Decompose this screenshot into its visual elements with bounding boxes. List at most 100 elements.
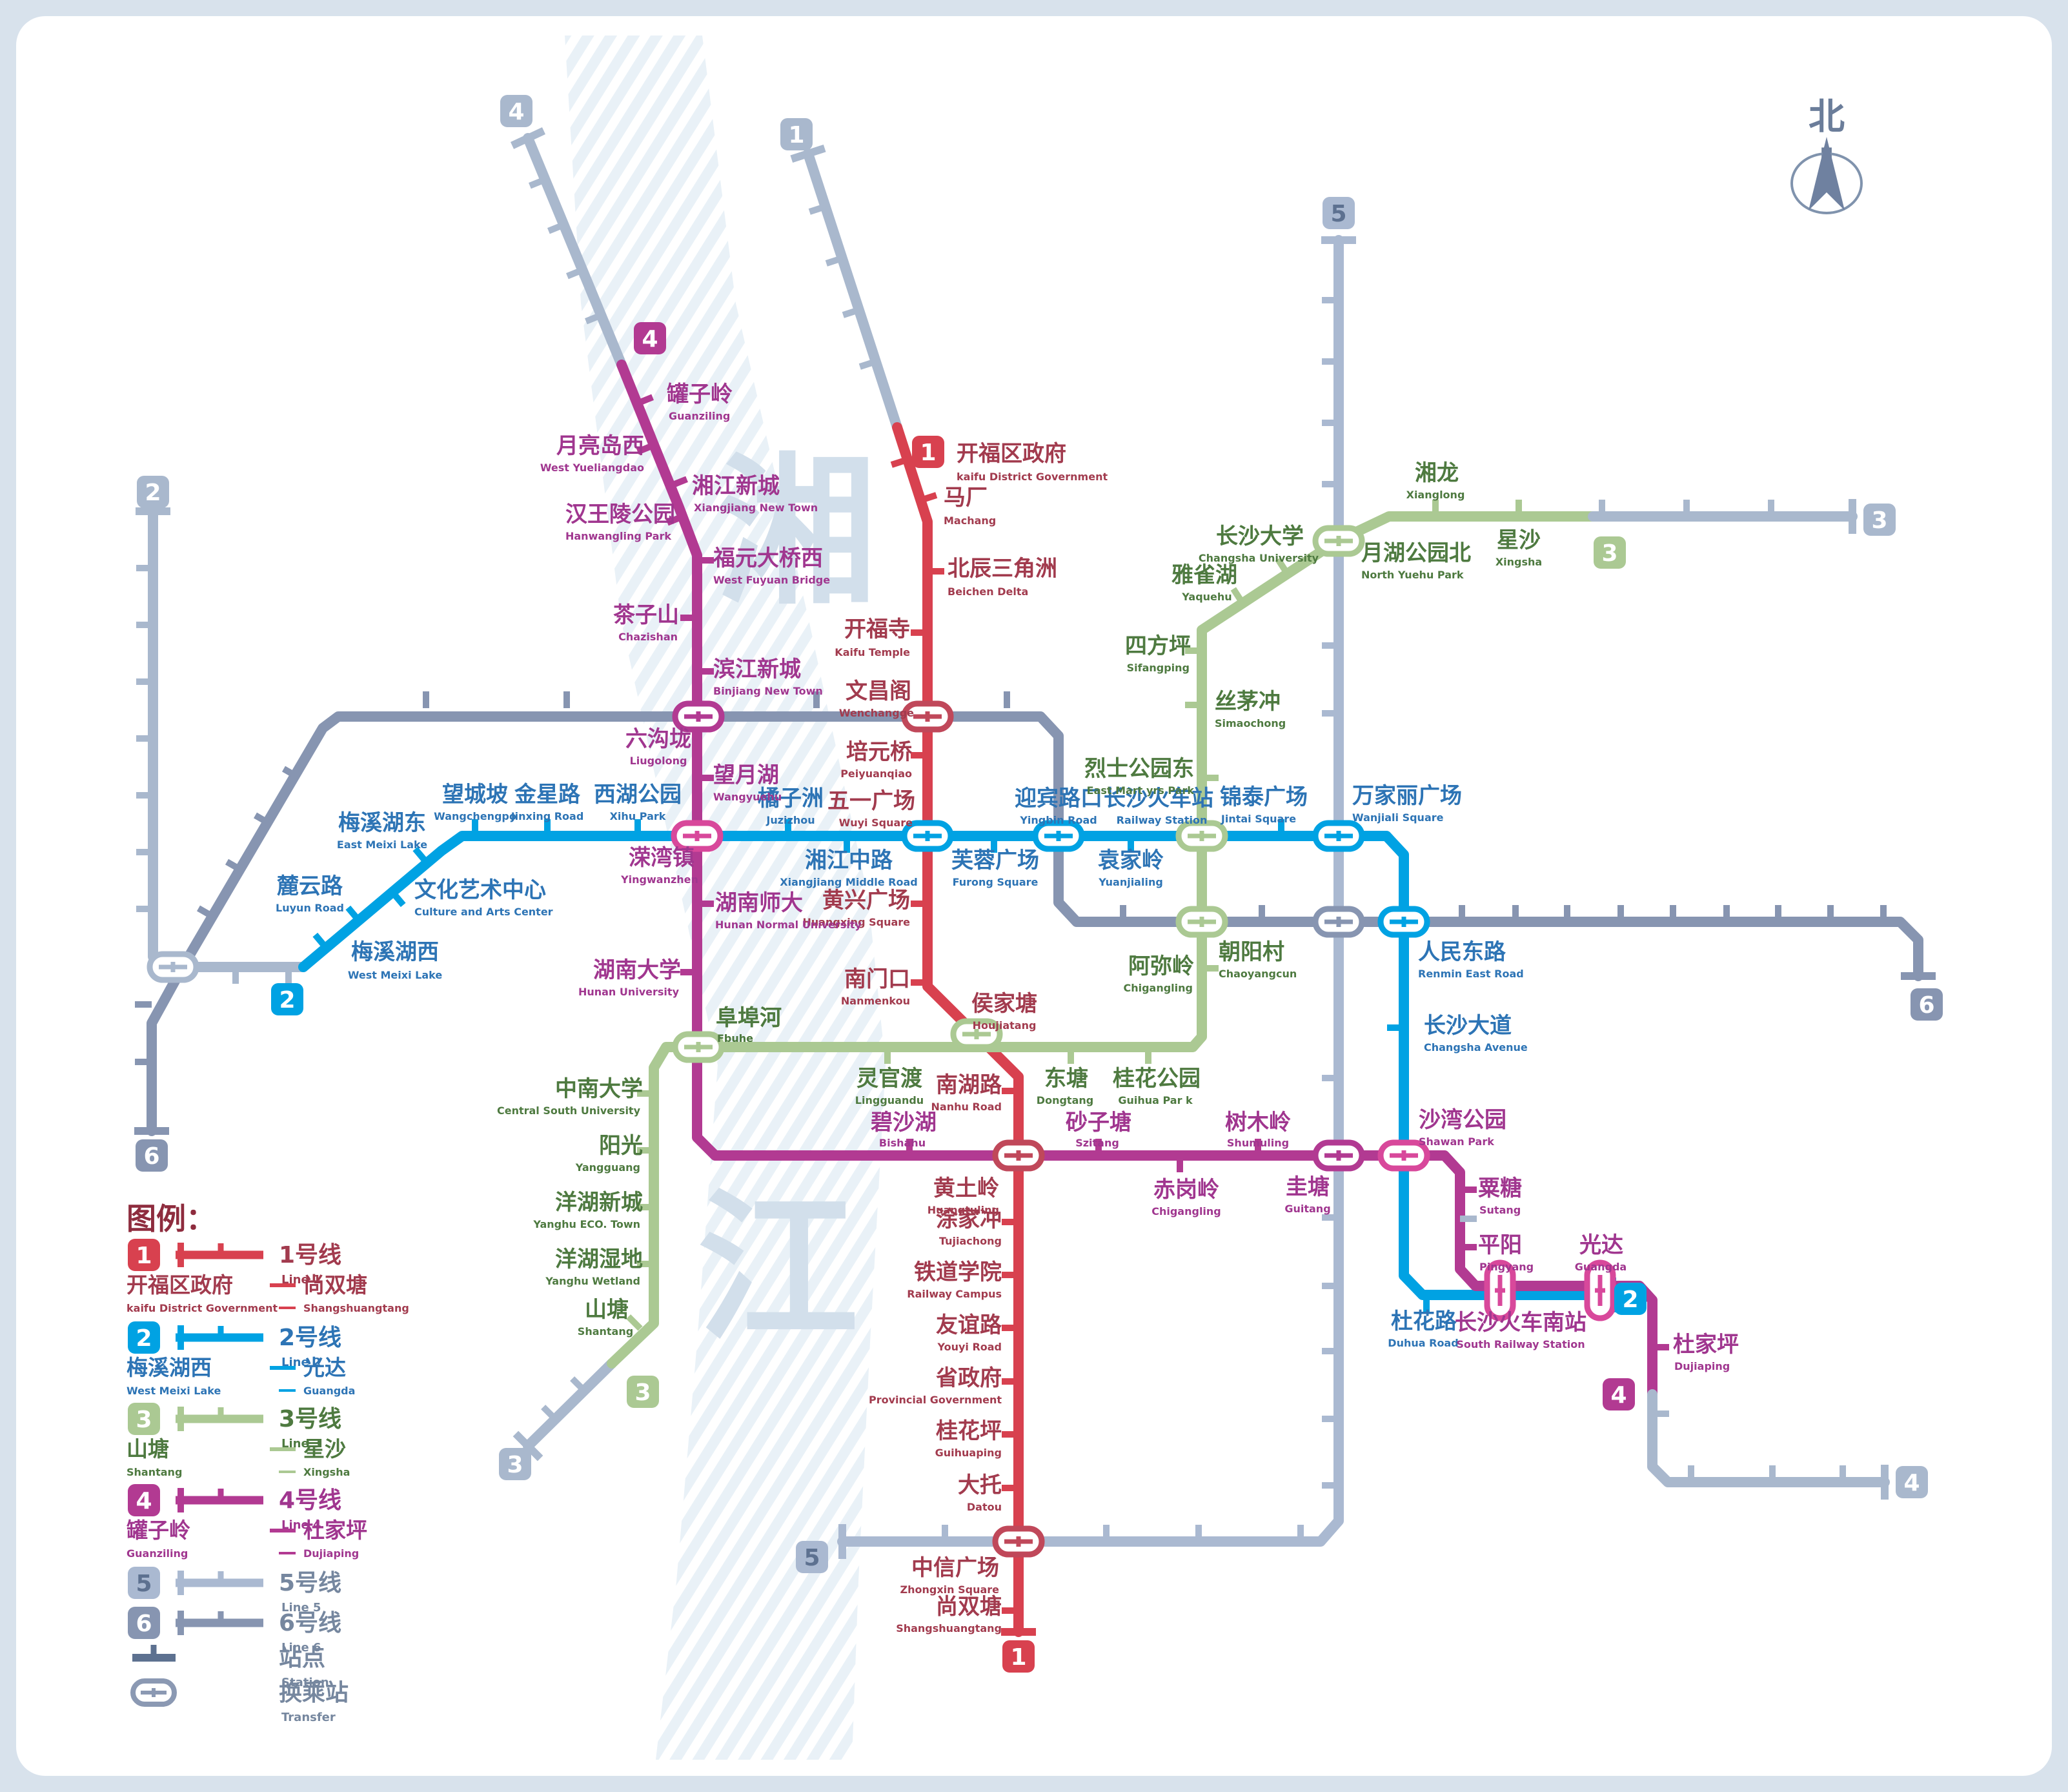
line-badge-3: 3 [1863,504,1896,536]
station-tick-line-1 [842,307,860,318]
line-badge-2: 2 [1614,1283,1647,1315]
svg-text:North Yuehu Park: North Yuehu Park [1361,569,1464,581]
line-badge-4: 4 [634,322,666,354]
svg-text:West Fuyuan Bridge: West Fuyuan Bridge [713,574,830,586]
station-label: 侯家塘 Houjiatang [971,991,1037,1032]
line-badge-4: 4 [1603,1378,1635,1410]
svg-text:Lingguandu: Lingguandu [855,1094,924,1106]
svg-text:杜家坪: 杜家坪 [1673,1332,1739,1358]
svg-text:平阳: 平阳 [1478,1232,1522,1258]
svg-text:kaifu District Government: kaifu District Government [957,471,1108,483]
line-badge-5: 5 [1323,197,1355,229]
svg-text:1: 1 [788,122,804,148]
station-tick-line-4 [566,267,584,280]
svg-text:锦泰广场: 锦泰广场 [1220,784,1308,810]
svg-text:Houjiatang: Houjiatang [973,1019,1037,1032]
line-badge-5: 5 [796,1541,828,1573]
svg-text:福元大桥西: 福元大桥西 [713,545,823,571]
station-tick-line-3 [626,1314,643,1331]
svg-text:友谊路: 友谊路 [936,1312,1002,1338]
map-canvas [16,16,2052,1776]
transfer-station-marker [901,820,954,852]
svg-text:Railway Campus: Railway Campus [907,1288,1002,1300]
station-tick-line-4 [585,312,603,325]
line-badge-2: 2 [271,983,303,1015]
svg-text:Shangshuangtang: Shangshuangtang [303,1302,409,1314]
station-tick-line-4 [636,394,654,407]
svg-text:望月湖: 望月湖 [713,762,779,788]
terminal-bar-line-4 [510,127,546,149]
svg-text:山塘: 山塘 [585,1297,629,1323]
svg-text:Juzizhou: Juzizhou [765,814,815,826]
svg-text:Dujiaping: Dujiaping [303,1547,359,1560]
svg-text:Sutang: Sutang [1479,1204,1521,1216]
svg-text:尚双塘: 尚双塘 [936,1594,1002,1620]
svg-text:圭塘: 圭塘 [1286,1174,1330,1200]
svg-text:望城坡: 望城坡 [442,782,508,808]
svg-text:Jinxing Road: Jinxing Road [511,810,584,822]
svg-text:侯家塘: 侯家塘 [971,991,1037,1017]
svg-text:4号线: 4号线 [279,1487,341,1514]
line-2-segment [298,831,1617,1300]
svg-text:长沙火车南站: 长沙火车南站 [1455,1310,1586,1336]
svg-text:四方坪: 四方坪 [1125,633,1191,659]
svg-text:Fbuhe: Fbuhe [717,1032,753,1044]
svg-text:West Yueliangdao: West Yueliangdao [540,462,644,474]
svg-text:2号线: 2号线 [279,1325,341,1351]
svg-text:Simaochong: Simaochong [1215,717,1286,729]
svg-text:Dujiaping: Dujiaping [1674,1360,1730,1372]
svg-text:2: 2 [136,1325,152,1352]
svg-text:Xiangjiang Middle Road: Xiangjiang Middle Road [780,876,917,888]
svg-text:Renmin East Road: Renmin East Road [1418,968,1524,980]
svg-text:Line 5: Line 5 [281,1601,321,1614]
svg-text:湘江中路: 湘江中路 [805,848,893,873]
svg-text:中信广场: 中信广场 [911,1555,999,1581]
svg-text:Dongtang: Dongtang [1037,1094,1093,1106]
svg-text:洋湖新城: 洋湖新城 [555,1190,643,1216]
svg-text:1: 1 [1010,1644,1026,1671]
legend-badge-2 [128,1321,160,1354]
svg-text:6: 6 [143,1143,159,1170]
station-tick-line-1 [919,492,938,504]
svg-text:光达: 光达 [1579,1232,1623,1258]
legend-title: 图例： [127,1201,216,1236]
svg-text:阜埠河: 阜埠河 [716,1005,782,1031]
svg-text:Line 6: Line 6 [281,1641,321,1655]
svg-text:3号线: 3号线 [279,1406,341,1432]
svg-text:Station: Station [281,1676,329,1689]
svg-text:换乘站: 换乘站 [279,1680,349,1706]
svg-text:3: 3 [1871,507,1887,534]
station-tick-line-4 [529,176,547,189]
station-tick-line-6 [281,766,300,780]
svg-text:2: 2 [1622,1287,1638,1313]
svg-text:站点: 站点 [279,1645,325,1671]
svg-text:树木岭: 树木岭 [1225,1110,1291,1135]
svg-text:Railway Station: Railway Station [1117,814,1208,826]
line-4-segment [1647,1389,1890,1487]
svg-text:Nanmenkou: Nanmenkou [841,995,910,1007]
svg-text:Xihu Park: Xihu Park [610,810,666,822]
legend-badge-1 [128,1239,160,1271]
station-label: 杜家坪 Dujiaping [1673,1332,1739,1372]
